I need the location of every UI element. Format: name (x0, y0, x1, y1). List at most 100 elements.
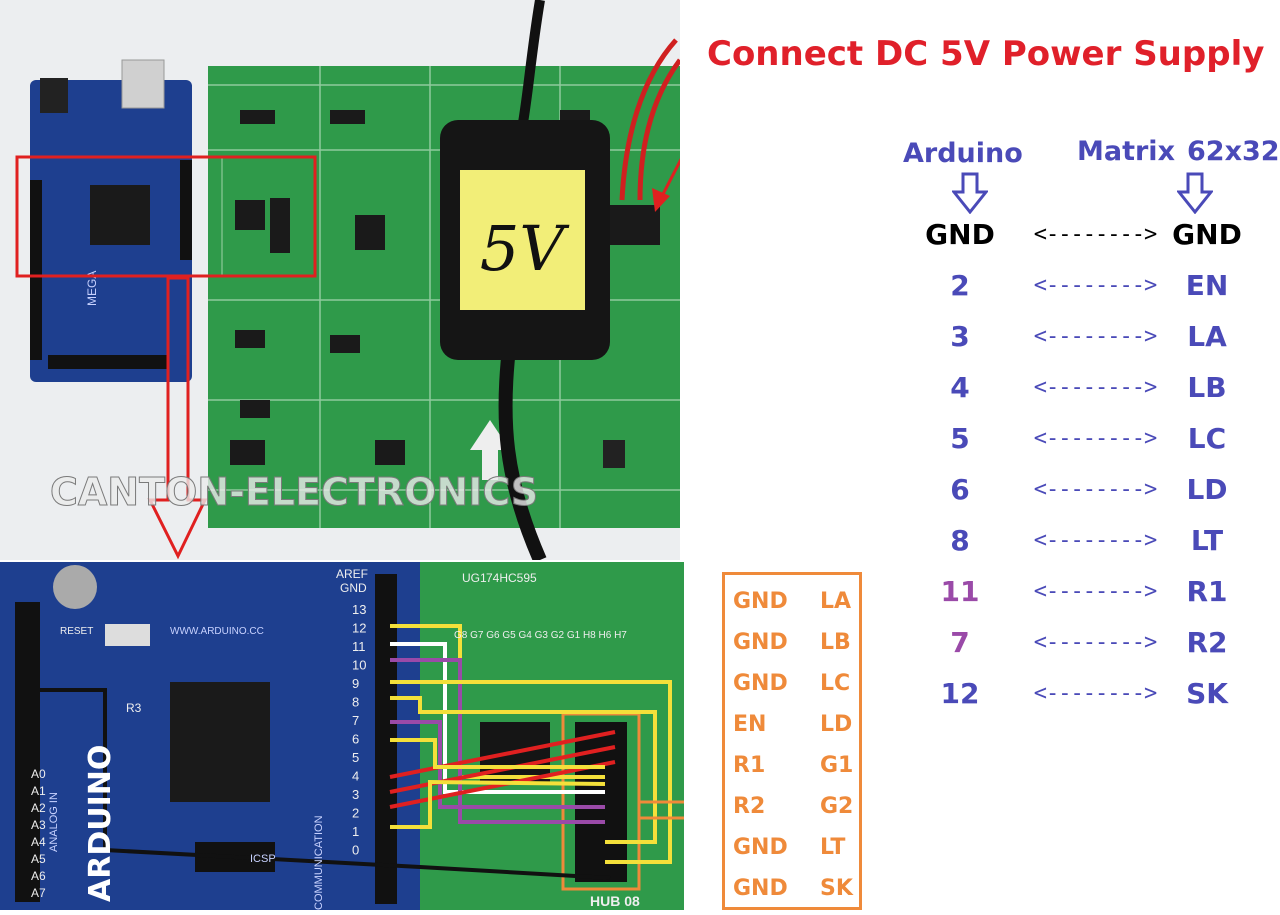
mapping-row: 5 <--------> LC (900, 422, 1270, 462)
connection-arrow: <--------> (1033, 426, 1157, 451)
analog-pin-label: A1 (31, 784, 46, 798)
website-label: WWW.ARDUINO.CC (170, 626, 264, 637)
bottom-photo-illustration: WWW.ARDUINO.CC AREF GND R3 RESET 74HC595… (0, 562, 684, 910)
top-photo-illustration: MEGA 5V CANTON-ELECTRONICS (15, 0, 680, 560)
connector-pin-right: LT (820, 835, 846, 860)
connector-pin-right: LA (820, 589, 852, 614)
connector-pin-left: GND (733, 630, 788, 655)
digital-pin-label: 2 (352, 806, 359, 821)
connector-pin-left: GND (733, 671, 788, 696)
connector-pin-right: G1 (820, 753, 854, 778)
arduino-pin: 5 (950, 422, 970, 455)
matrix-pin: R2 (1186, 626, 1228, 659)
analog-header (15, 602, 40, 902)
icsp-label: ICSP (250, 853, 276, 865)
communication-label: COMMUNICATION (313, 815, 325, 910)
adapter-sticky-note (460, 170, 585, 310)
arduino-down-arrow-icon (952, 172, 988, 214)
mega-label: MEGA (85, 271, 99, 306)
connection-arrow: <--------> (1033, 324, 1157, 349)
digital-pin-label: 1 (352, 824, 359, 839)
mapping-row: 11<-------->R1 (900, 575, 1270, 615)
mapping-row: 12 <--------> SK (900, 677, 1270, 717)
arduino-pin: 6 (950, 473, 970, 506)
reset-label: RESET (60, 626, 93, 637)
mapping-row: 8 <--------> LT (900, 524, 1270, 564)
watermark: CANTON-ELECTRONICS (50, 470, 538, 514)
atmega-chip (170, 682, 270, 802)
matrix-header: Matrix (1077, 136, 1175, 167)
gnd-label: GND (340, 581, 367, 595)
digital-pin-label: 5 (352, 750, 359, 765)
digital-pin-label: 13 (352, 602, 366, 617)
arduino-pin: 4 (950, 371, 970, 404)
analog-pin-label: A6 (31, 869, 46, 883)
digital-pin-label: 9 (352, 676, 359, 691)
pcb-pin-row-label: G8 G7 G6 G5 G4 G3 G2 G1 H8 H6 H7 (454, 630, 627, 641)
ic-label: 74HC595 (486, 571, 537, 585)
arduino-pin: 12 (940, 677, 980, 710)
matrix-size-header: 62x32 (1187, 136, 1280, 167)
digital-pin-label: 0 (352, 843, 359, 858)
connection-arrow: <--------> (1033, 477, 1157, 502)
connection-arrow: <--------> (1033, 375, 1157, 400)
mapping-row: 6 <--------> LD (900, 473, 1270, 513)
digital-pin-label: 6 (352, 732, 359, 747)
mapping-row: 3 <--------> LA (900, 320, 1270, 360)
arduino-pin: 2 (950, 269, 970, 302)
matrix-pin: SK (1186, 677, 1228, 710)
matrix-pin: LD (1186, 473, 1228, 506)
digital-pin-label: 11 (352, 639, 366, 654)
connector-pin-left: R2 (733, 794, 766, 819)
analog-pin-label: A0 (31, 767, 46, 781)
connector-pin-left: R1 (733, 753, 766, 778)
connector-pin-right: LD (820, 712, 853, 737)
r3-label: R3 (126, 701, 142, 715)
instruction-title: Connect DC 5V Power Supply (707, 34, 1265, 74)
matrix-pin: R1 (1186, 575, 1228, 608)
connector-pin-left: GND (733, 589, 788, 614)
ug1-label: UG1 (462, 571, 487, 585)
connector-pin-right: LB (820, 630, 851, 655)
analog-pin-label: A4 (31, 835, 46, 849)
connection-arrow: <--------> (1033, 222, 1157, 247)
connection-arrow: <--------> (1033, 630, 1157, 655)
matrix-pin: EN (1185, 269, 1229, 302)
mapping-row: 7 <--------> R2 (900, 626, 1270, 666)
hub08-label: HUB 08 (590, 893, 640, 909)
matrix-pin: LT (1190, 524, 1224, 557)
arduino-pin: GND (925, 218, 995, 251)
matrix-pin: LA (1187, 320, 1227, 353)
connection-arrow: <--------> (1033, 273, 1157, 298)
connector-pin-left: EN (733, 712, 767, 737)
digital-pin-label: 7 (352, 713, 359, 728)
matrix-down-arrow-icon (1177, 172, 1213, 214)
connection-arrow: <--------> (1033, 681, 1157, 706)
top-photo: MEGA 5V CANTON-ELECTRONICS (0, 0, 680, 560)
arduino-pin: 3 (950, 320, 970, 353)
digital-pin-label: 10 (352, 658, 366, 673)
highlight-box (15, 155, 317, 278)
bottom-photo: WWW.ARDUINO.CC AREF GND R3 RESET 74HC595… (0, 562, 684, 910)
digital-header (375, 574, 397, 904)
digital-pin-label: 8 (352, 695, 359, 710)
arduino-pin: 8 (950, 524, 970, 557)
mapping-row: GND<-------->GND (900, 218, 1270, 258)
matrix-pin: LC (1187, 422, 1227, 455)
analog-in-label: ANALOG IN (48, 792, 60, 852)
connector-pin-right: LC (820, 671, 851, 696)
digital-pin-label: 12 (352, 621, 366, 636)
arduino-logo-text: ARDUINO (83, 745, 118, 902)
matrix-pin: LB (1187, 371, 1227, 404)
connector-pin-right: SK (820, 876, 853, 901)
connection-arrow: <--------> (1033, 528, 1157, 553)
down-arrow-icon (147, 276, 208, 560)
adapter-5v-label: 5V (480, 212, 570, 285)
digital-pin-label: 4 (352, 769, 359, 784)
analog-pin-label: A2 (31, 801, 46, 815)
analog-pin-label: A5 (31, 852, 46, 866)
connection-arrow: <--------> (1033, 579, 1157, 604)
arduino-pin: 7 (950, 626, 970, 659)
